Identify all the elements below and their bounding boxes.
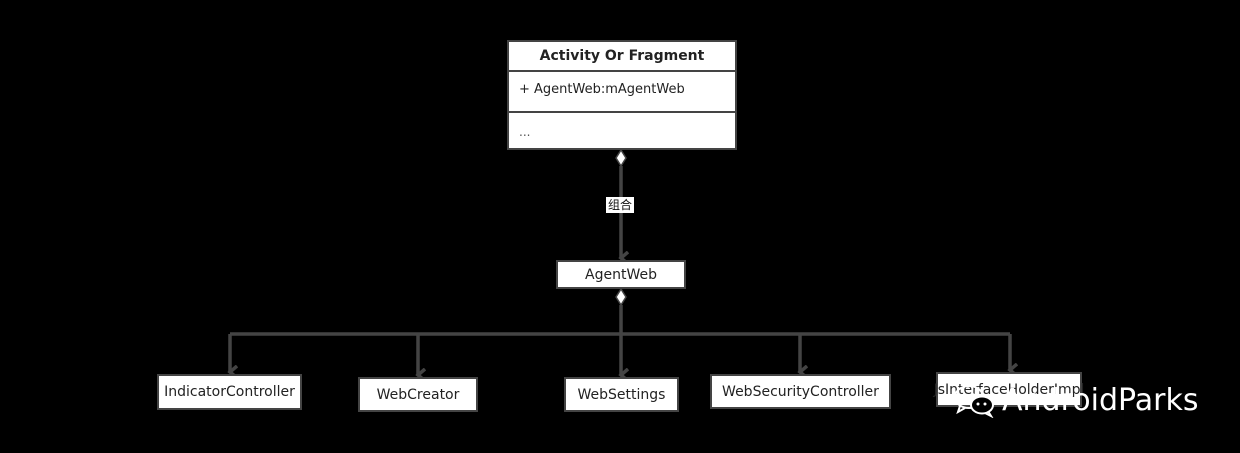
node-label: WebSecurityController (722, 383, 879, 400)
class-activity-or-fragment: Activity Or Fragment + AgentWeb:mAgentWe… (507, 40, 737, 150)
wechat-icon (954, 385, 994, 418)
watermark: AndroidParks (952, 382, 1198, 418)
node-label: IndicatorController (164, 384, 295, 400)
node-label: WebCreator (376, 386, 460, 403)
class-operations: ... (519, 125, 531, 139)
class-title: Activity Or Fragment (509, 42, 735, 72)
composition-diamond-agentweb (615, 287, 627, 307)
composition-label: 组合 (606, 197, 635, 213)
class-attribute: + AgentWeb:mAgentWeb (509, 72, 735, 113)
node-indicatorcontroller: IndicatorController (157, 374, 302, 410)
composition-diamond-top (615, 148, 627, 168)
node-websecuritycontroller: WebSecurityController (710, 374, 891, 409)
node-webcreator: WebCreator (358, 377, 478, 412)
node-label: AgentWeb (585, 266, 657, 283)
node-websettings: WebSettings (564, 377, 679, 412)
node-label: WebSettings (577, 386, 666, 403)
watermark-text: AndroidParks (1002, 382, 1199, 418)
node-agentweb: AgentWeb (556, 260, 686, 289)
